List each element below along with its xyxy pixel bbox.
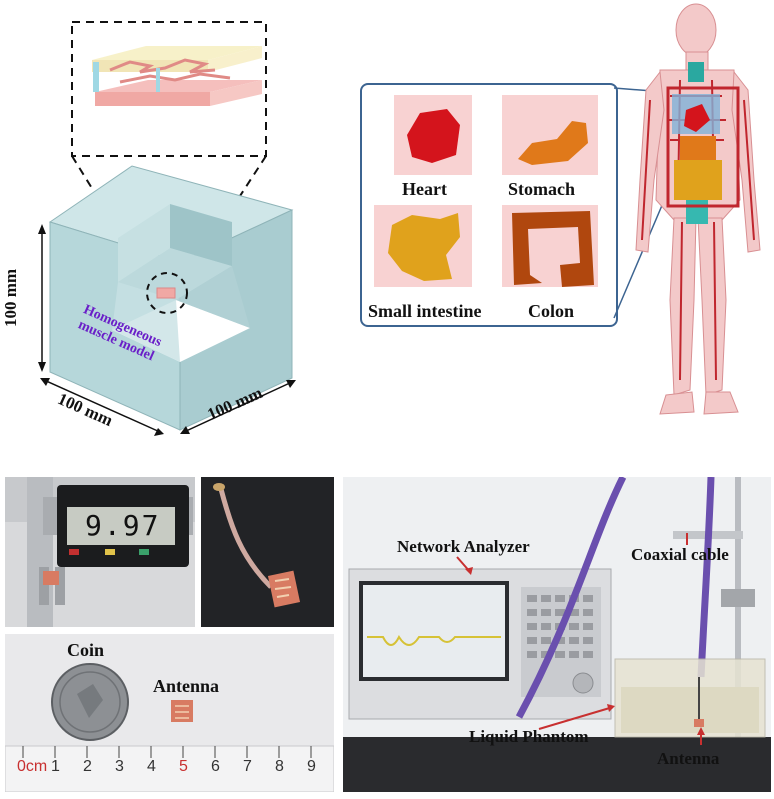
- colon-render: [512, 211, 594, 287]
- small-intestine-render: [388, 213, 460, 281]
- measurement-setup-photo: Network Analyzer Coaxial cable Liquid Ph…: [343, 477, 771, 792]
- antenna-location-circle: [146, 272, 188, 314]
- muscle-cube: [48, 165, 294, 431]
- liquid-phantom-label: Liquid Phantom: [469, 727, 589, 746]
- torso-highlight-box: [666, 86, 740, 208]
- ruler-numbers: 1 2 3 4 5 6 7 8 9: [5, 758, 334, 780]
- antenna-marker: [156, 287, 176, 299]
- network-analyzer-label: Network Analyzer: [397, 537, 530, 556]
- organ-small-intestine-label: Small intestine: [368, 301, 482, 321]
- organ-stomach-label: Stomach: [508, 179, 575, 199]
- dim-vertical-label: 100 mm: [1, 268, 21, 328]
- human-body-model: [630, 0, 774, 430]
- ruler-number: 8: [275, 758, 284, 775]
- antenna-sample-label: Antenna: [153, 676, 220, 696]
- ruler-number: 4: [147, 758, 156, 775]
- organ-heart-label: Heart: [402, 179, 447, 199]
- organ-renders: [374, 95, 598, 287]
- organ-colon-label: Colon: [528, 301, 575, 321]
- ruler-number: 1: [51, 758, 60, 775]
- coin-label: Coin: [67, 640, 105, 660]
- heart-render: [407, 109, 460, 163]
- ruler-number: 7: [243, 758, 252, 775]
- ruler-number: 9: [307, 758, 316, 775]
- muscle-model-figure: 100 mm 100 mm 100 mm Homogeneous muscle …: [0, 0, 340, 450]
- ruler-unit-label: 0cm: [17, 758, 48, 775]
- antenna-setup-label: Antenna: [657, 749, 720, 768]
- coin-ruler-photo: Coin Antenna 0cm 1 2 3 4 5 6 7 8 9: [5, 634, 334, 792]
- organ-panel: Heart Stomach Small intestine Colon: [360, 83, 618, 327]
- body-render: [635, 3, 761, 415]
- coaxial-cable-label: Coaxial cable: [631, 545, 729, 564]
- ruler-number: 3: [115, 758, 124, 775]
- ruler-number: 6: [211, 758, 220, 775]
- coaxial-cable-render: [697, 477, 715, 678]
- ruler-number: 2: [83, 758, 92, 775]
- antenna-zoom-render: [92, 46, 262, 106]
- stomach-render: [518, 121, 588, 165]
- caliper-reading: 9.97: [85, 509, 161, 542]
- ruler-number: 5: [179, 758, 188, 775]
- zoom-box: [71, 21, 267, 157]
- antenna-cable-photo: [201, 477, 334, 627]
- caliper-photo: 9.97: [5, 477, 195, 627]
- muscle-cube-diagram: [38, 21, 296, 436]
